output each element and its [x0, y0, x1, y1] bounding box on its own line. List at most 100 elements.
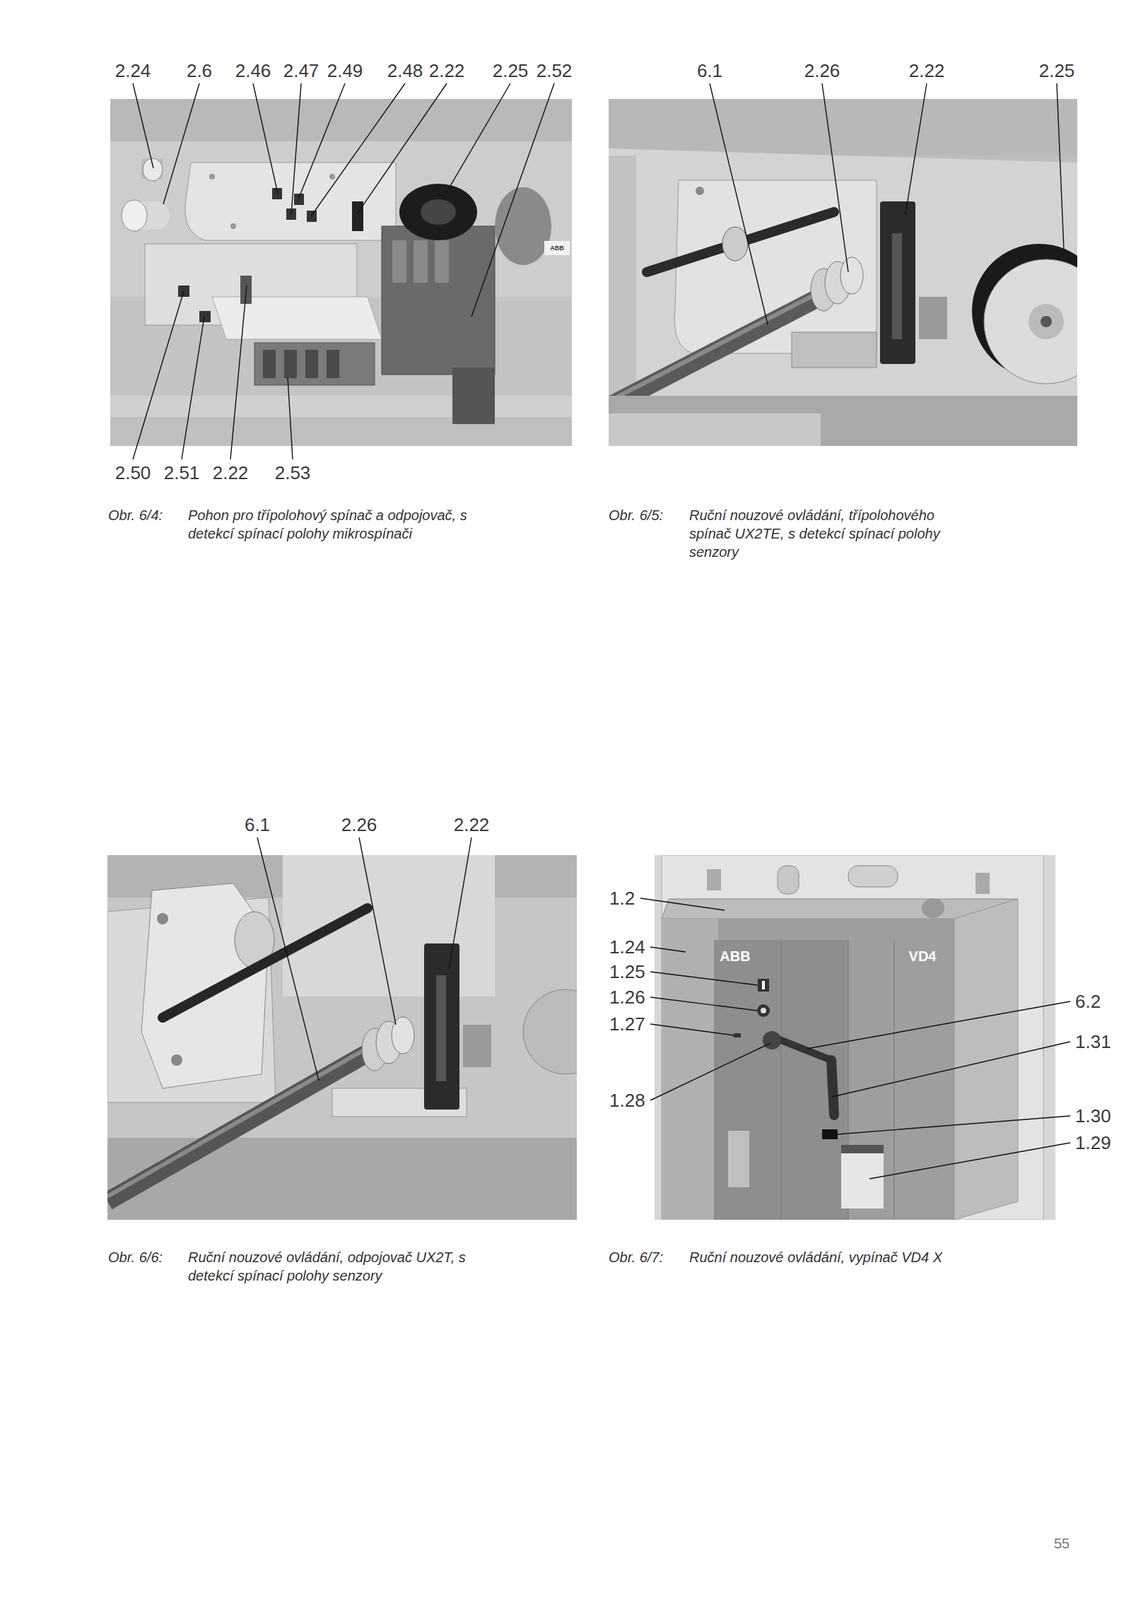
circuit-breaker-figure [848, 865, 898, 888]
emergency-operation-figure [918, 296, 948, 340]
page-number: 55 [1053, 1536, 1070, 1551]
figure-number: Obr. 6/6: [108, 1248, 163, 1267]
leader-line [298, 83, 345, 200]
drive-mechanism-figure [544, 241, 570, 256]
circuit-breaker-figure [831, 1060, 835, 1116]
drive-mechanism-figure [284, 349, 297, 379]
drive-mechanism-figure [434, 240, 449, 283]
callout-number: 6.1 [696, 61, 723, 80]
emergency-operation-figure [1040, 315, 1052, 328]
figure-number: Obr. 6/4: [108, 506, 163, 525]
drive-mechanism-figure [381, 226, 495, 375]
callout-number: 2.53 [274, 463, 312, 483]
leader-line [287, 377, 293, 460]
leader-line [650, 1043, 771, 1101]
circuit-breaker-figure [654, 855, 1056, 1221]
callout-number: 2.26 [804, 61, 841, 80]
drive-mechanism-figure [110, 395, 572, 447]
circuit-breaker-figure [841, 1145, 884, 1154]
circuit-breaker-figure [781, 940, 782, 1221]
drive-mechanism-figure [420, 199, 456, 225]
disconnector-figure [107, 855, 577, 1221]
drive-mechanism-figure [329, 173, 336, 180]
emergency-operation-figure [722, 226, 748, 261]
emergency-operation-figure [791, 332, 877, 368]
callout-number: 1.27 [609, 1015, 646, 1034]
leader-line [445, 83, 511, 195]
emergency-operation-figure [880, 201, 916, 365]
emergency-operation-figure [646, 212, 835, 273]
callout-number: 2.52 [536, 61, 573, 80]
leader-line [311, 83, 406, 217]
leader-line [650, 997, 758, 1011]
callout-number: 2.49 [327, 61, 364, 80]
circuit-breaker-figure [661, 918, 719, 1221]
callout-number: 2.48 [387, 61, 424, 80]
disconnector-figure [424, 943, 460, 1110]
callout-number: 6.1 [244, 815, 271, 835]
disconnector-figure [523, 989, 577, 1075]
callout-number: 2.22 [909, 61, 946, 80]
callout-number: 2.50 [115, 463, 152, 483]
emergency-operation-figure [608, 395, 1078, 447]
callout-number: 2.26 [341, 815, 378, 835]
disconnector-figure [156, 913, 169, 925]
leader-line [822, 83, 849, 273]
disconnector-figure [107, 1053, 368, 1202]
callout-number: 6.2 [1075, 992, 1101, 1011]
figure-caption: Ruční nouzové ovládání, vypínač VD4 X [689, 1248, 943, 1267]
emergency-operation-figure [840, 257, 864, 295]
figure-caption: Ruční nouzové ovládání, odpojovač UX2T, … [188, 1248, 470, 1286]
leader-line [291, 83, 302, 215]
circuit-breaker-figure [706, 869, 722, 891]
drive-mechanism-figure [306, 210, 317, 222]
drive-mechanism-figure [326, 349, 340, 379]
circuit-breaker-figure [762, 1031, 782, 1050]
emergency-operation-figure [608, 289, 826, 402]
leader-line [650, 971, 758, 986]
leader-line [831, 1041, 1071, 1098]
drive-mechanism-figure [185, 162, 396, 241]
callout-number: 1.31 [1075, 1032, 1112, 1052]
drive-mechanism-figure [121, 200, 148, 232]
circuit-breaker-figure [777, 1039, 832, 1061]
drive-mechanism-figure [392, 240, 407, 283]
drive-mechanism-figure [399, 183, 478, 241]
leader-line [837, 1116, 1071, 1135]
leader-line [132, 291, 184, 460]
circuit-breaker-figure [841, 1145, 884, 1209]
circuit-breaker-figure [654, 855, 1056, 1221]
emergency-operation-figure [983, 259, 1078, 384]
emergency-operation-figure [608, 155, 637, 396]
circuit-breaker-figure [822, 1129, 838, 1140]
disconnector-figure [162, 908, 368, 1018]
emergency-operation-figure [608, 98, 1078, 156]
drive-mechanism-figure [230, 223, 237, 230]
leader-line [230, 285, 247, 460]
figure-caption: Pohon pro třípolohový spínač a odpojovač… [188, 506, 489, 543]
leader-line [132, 83, 154, 169]
drive-mechanism-figure [254, 342, 375, 386]
circuit-breaker-figure [733, 1033, 741, 1038]
leader-line [356, 83, 447, 215]
disconnector-figure [463, 1024, 492, 1068]
leader-line [471, 83, 555, 317]
drive-mechanism-figure [294, 193, 304, 205]
emergency-operation-figure [608, 98, 1078, 447]
callout-number: 2.22 [212, 463, 249, 483]
leader-line [709, 83, 768, 325]
circuit-breaker-figure [921, 898, 945, 919]
circuit-breaker-figure [975, 872, 990, 895]
disconnector-figure [107, 855, 577, 1221]
emergency-operation-figure [695, 186, 705, 196]
leader-line [640, 898, 725, 911]
drive-mechanism-figure [110, 417, 572, 447]
callout-number: 1.30 [1075, 1106, 1112, 1126]
circuit-breaker-figure [661, 918, 955, 1221]
brand-label: ABB [549, 245, 565, 252]
leader-line [257, 837, 319, 1081]
drive-mechanism-figure [452, 367, 495, 425]
leader-line [359, 837, 396, 1025]
